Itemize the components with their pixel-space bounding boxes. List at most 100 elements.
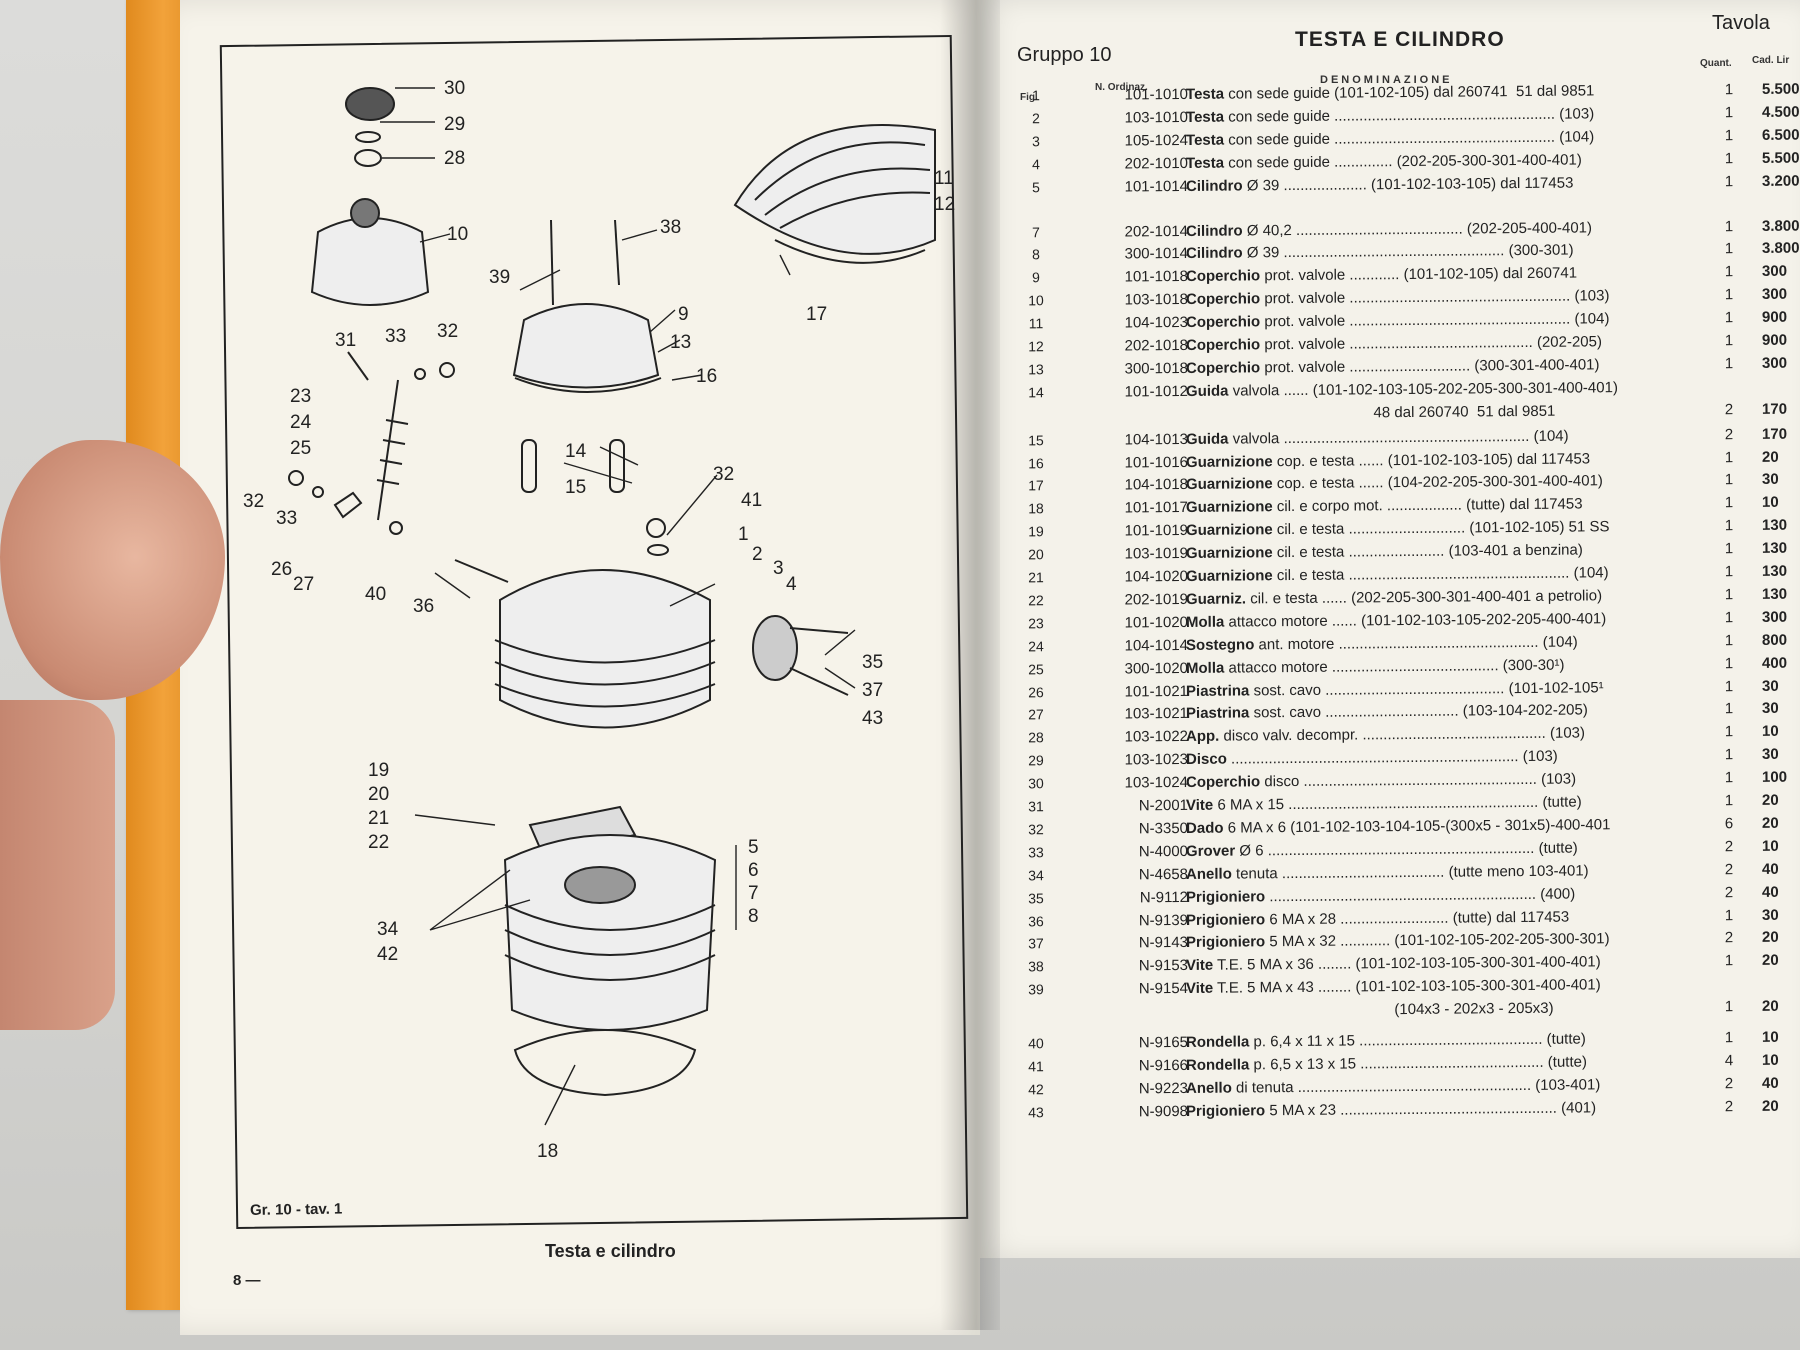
part-label: 38 bbox=[660, 217, 681, 238]
row-part-detail: cil. e testa ...........................… bbox=[1272, 564, 1609, 585]
row-fig-number: 35 bbox=[1028, 889, 1044, 906]
part-label: 13 bbox=[670, 332, 691, 353]
part-1-4-port bbox=[752, 615, 798, 681]
part-label: 30 bbox=[444, 78, 465, 99]
row-price: 6.500 bbox=[1761, 126, 1800, 144]
row-description: Vite 6 MA x 15 .........................… bbox=[1185, 792, 1706, 814]
row-part-name: Guarnizione bbox=[1185, 498, 1273, 517]
row-description: Guarniz. cil. e testa ...... (202-205-30… bbox=[1186, 586, 1706, 608]
part-23-24-25-spring bbox=[376, 379, 409, 521]
row-part-detail: di tenuta ..............................… bbox=[1231, 1076, 1601, 1097]
row-part-name: Vite bbox=[1185, 796, 1214, 814]
part-label: 22 bbox=[368, 832, 389, 853]
row-price: 130 bbox=[1761, 539, 1788, 558]
part-label: 12 bbox=[934, 194, 955, 215]
row-price: 900 bbox=[1761, 331, 1788, 349]
row-fig-number: 19 bbox=[1028, 523, 1044, 540]
row-part-detail: prot. valvole ..........................… bbox=[1260, 310, 1610, 331]
row-part-name: Coperchio bbox=[1185, 359, 1261, 377]
part-15 bbox=[609, 439, 625, 493]
page-title: TESTA E CILINDRO bbox=[1295, 28, 1505, 51]
row-price: 10 bbox=[1761, 494, 1779, 512]
row-part-detail: attacco motore ...... (101-102-103-105-2… bbox=[1224, 610, 1607, 631]
row-quantity: 2 bbox=[1724, 1074, 1734, 1093]
row-order-number: N-9112 bbox=[1139, 888, 1189, 906]
row-part-detail: con sede guide .........................… bbox=[1223, 105, 1595, 126]
row-quantity: 1 bbox=[1724, 126, 1734, 145]
row-price: 10 bbox=[1761, 1028, 1779, 1046]
row-fig-number: 1 bbox=[1032, 87, 1040, 104]
part-label: 32 bbox=[713, 464, 734, 485]
row-part-name: Prigioniero bbox=[1185, 910, 1266, 929]
row-price: 3.800 bbox=[1761, 239, 1800, 258]
row-part-name: Dado bbox=[1185, 819, 1224, 837]
row-order-number: 101-1017 bbox=[1124, 499, 1189, 517]
part-label: 39 bbox=[489, 267, 510, 288]
row-order-number: N-9153 bbox=[1138, 957, 1189, 975]
row-description: Guarnizione cil. e testa ...............… bbox=[1186, 541, 1706, 562]
col-header-fig: Fig. bbox=[1020, 92, 1038, 103]
row-part-detail: (104x3 - 202x3 - 205x3) bbox=[1185, 999, 1554, 1021]
row-quantity: 1 bbox=[1724, 631, 1734, 649]
part-37 bbox=[789, 667, 849, 696]
row-order-number: 101-1016 bbox=[1124, 453, 1189, 471]
part-label: 29 bbox=[444, 114, 465, 135]
row-part-name: Guarniz. bbox=[1185, 590, 1247, 608]
row-order-number: N-9098 bbox=[1138, 1102, 1189, 1121]
row-part-detail: prot. valvole ..........................… bbox=[1260, 287, 1610, 308]
part-11-12-cover bbox=[733, 124, 936, 255]
part-label: 6 bbox=[748, 860, 759, 881]
row-part-detail: cop. e testa ...... (104-202-205-300-301… bbox=[1272, 472, 1603, 493]
row-part-detail: prot. valvole ..........................… bbox=[1260, 333, 1603, 354]
part-label: 34 bbox=[377, 919, 399, 940]
row-description: Testa con sede guide ...................… bbox=[1186, 104, 1706, 126]
part-label: 14 bbox=[565, 441, 587, 462]
col-header-price: Cad. Lir bbox=[1752, 55, 1790, 66]
row-quantity: 1 bbox=[1724, 240, 1734, 258]
row-fig-number: 20 bbox=[1028, 546, 1044, 563]
row-order-number: 101-1012 bbox=[1124, 382, 1189, 401]
row-part-name: Molla bbox=[1185, 613, 1225, 631]
part-41 bbox=[647, 544, 669, 556]
part-label: 4 bbox=[786, 574, 797, 595]
row-price: 4.500 bbox=[1761, 103, 1800, 121]
row-part-detail: prot. valvole ............ (101-102-105)… bbox=[1260, 264, 1578, 285]
part-label: 24 bbox=[290, 412, 312, 433]
row-part-detail: T.E. 5 MA x 36 ........ (101-102-103-105… bbox=[1213, 953, 1601, 975]
row-fig-number: 13 bbox=[1028, 361, 1044, 378]
part-label: 21 bbox=[368, 808, 389, 829]
row-fig-number: 27 bbox=[1028, 706, 1044, 723]
row-order-number: N-9166 bbox=[1138, 1056, 1189, 1075]
part-14 bbox=[521, 439, 537, 493]
row-part-name: Guarnizione bbox=[1185, 452, 1273, 471]
row-fig-number: 42 bbox=[1028, 1080, 1044, 1098]
row-part-detail: 5 MA x 32 ............ (101-102-105-202-… bbox=[1265, 930, 1610, 951]
part-33b bbox=[312, 486, 324, 498]
part-10 bbox=[310, 217, 430, 306]
row-part-name: Coperchio bbox=[1185, 267, 1261, 286]
part-label: 37 bbox=[862, 680, 883, 701]
part-18-gasket bbox=[513, 1029, 697, 1097]
row-quantity: 1 bbox=[1724, 263, 1734, 281]
row-price: 300 bbox=[1761, 354, 1788, 372]
row-part-detail: cil. e testa ...... (202-205-300-301-400… bbox=[1245, 587, 1603, 608]
part-label: 33 bbox=[276, 508, 297, 529]
row-description: Coperchio prot. valvole ............ (10… bbox=[1185, 264, 1706, 286]
part-label: 11 bbox=[934, 168, 954, 189]
part-label: 27 bbox=[293, 574, 314, 595]
row-description: Sostegno ant. motore ...................… bbox=[1185, 632, 1706, 654]
holding-hand-thumb bbox=[0, 440, 225, 700]
row-part-detail: 6 MA x 15 ..............................… bbox=[1213, 793, 1582, 814]
row-part-detail: sost. cavo .............................… bbox=[1249, 678, 1604, 699]
row-description: Coperchio disco ........................… bbox=[1186, 770, 1706, 791]
row-price: 30 bbox=[1761, 906, 1779, 924]
row-price: 170 bbox=[1761, 425, 1788, 443]
row-fig-number: 41 bbox=[1028, 1058, 1044, 1075]
part-label: 17 bbox=[806, 304, 827, 325]
part-label: 20 bbox=[368, 784, 389, 805]
part-31 bbox=[347, 351, 369, 381]
row-part-name: Sostegno bbox=[1185, 636, 1255, 654]
row-fig-number: 26 bbox=[1028, 683, 1044, 700]
row-part-name: Guida bbox=[1185, 430, 1229, 448]
part-label: 26 bbox=[271, 559, 292, 580]
